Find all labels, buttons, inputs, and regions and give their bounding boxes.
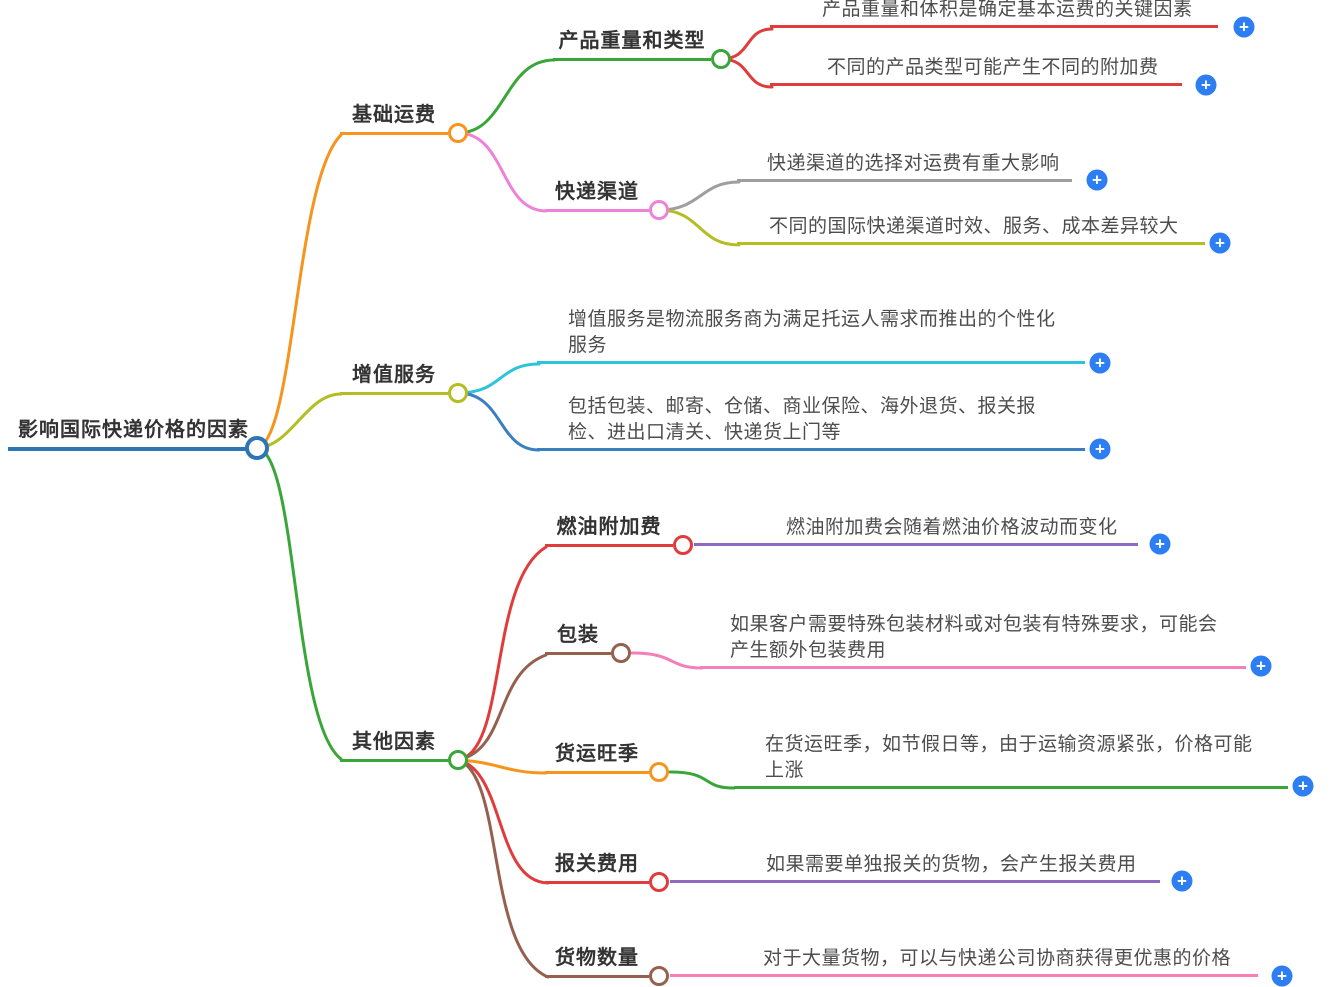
leaf-value-added-definition[interactable]: 增值服务是物流服务商为满足托运人需求而推出的个性化服务: [537, 307, 1085, 364]
leaf-product-type-surcharge[interactable]: 不同的产品类型可能产生不同的附加费: [770, 55, 1182, 86]
leaf-peak-season-price-rise[interactable]: 在货运旺季，如节假日等，由于运输资源紧张，价格可能上涨: [734, 732, 1288, 789]
leaf-label: 不同的产品类型可能产生不同的附加费: [827, 57, 1159, 78]
connector-root-other-factors: [255, 446, 343, 761]
add-child-button[interactable]: +: [1089, 438, 1111, 460]
add-child-button[interactable]: +: [1292, 775, 1314, 797]
add-child-button[interactable]: +: [1195, 74, 1217, 96]
leaf-weight-volume-key-factor[interactable]: 产品重量和体积是确定基本运费的关键因素: [770, 0, 1218, 28]
connector-value-leaf1: [456, 362, 541, 395]
collapse-dot-basic-freight[interactable]: [448, 123, 468, 143]
leaf-label: 燃油附加费会随着燃油价格波动而变化: [786, 517, 1118, 538]
connector-other-customs: [456, 758, 550, 885]
collapse-dot-value-added[interactable]: [448, 383, 468, 403]
add-child-button[interactable]: +: [1089, 352, 1111, 374]
add-child-button[interactable]: +: [1086, 169, 1108, 191]
connector-other-fuel: [456, 545, 548, 762]
node-root-label: 影响国际快递价格的因素: [18, 419, 249, 441]
leaf-label: 包括包装、邮寄、仓储、商业保险、海外退货、报关报检、进出口清关、快递货上门等: [568, 396, 1037, 443]
node-basic-freight[interactable]: 基础运费: [340, 102, 448, 135]
add-child-button[interactable]: +: [1209, 232, 1231, 254]
collapse-dot-customs-fees[interactable]: [649, 872, 669, 892]
node-other-factors-label: 其他因素: [352, 731, 436, 753]
collapse-dot-other-factors[interactable]: [448, 750, 468, 770]
connector-value-leaf2: [456, 391, 541, 452]
node-root[interactable]: 影响国际快递价格的因素: [8, 417, 248, 451]
collapse-dot-express-channel[interactable]: [649, 200, 669, 220]
leaf-label: 在货运旺季，如节假日等，由于运输资源紧张，价格可能上涨: [765, 734, 1253, 781]
leaf-separate-customs-fee[interactable]: 如果需要单独报关的货物，会产生报关费用: [670, 852, 1160, 883]
connector-packaging-leaf: [630, 651, 704, 670]
connector-channel-leaf1: [657, 180, 741, 212]
node-express-channel[interactable]: 快递渠道: [545, 179, 649, 212]
collapse-dot-cargo-quantity[interactable]: [649, 966, 669, 986]
collapse-dot-packaging[interactable]: [611, 643, 631, 663]
node-basic-freight-label: 基础运费: [352, 104, 436, 126]
collapse-dot-peak-season[interactable]: [649, 762, 669, 782]
leaf-label: 如果需要单独报关的货物，会产生报关费用: [766, 854, 1137, 875]
connector-root-basic-freight: [255, 133, 343, 450]
collapse-dot-fuel-surcharge[interactable]: [673, 535, 693, 555]
node-customs-fees[interactable]: 报关费用: [545, 851, 649, 884]
connector-channel-leaf2: [657, 208, 741, 247]
leaf-label: 如果客户需要特殊包装材料或对包装有特殊要求，可能会产生额外包装费用: [730, 614, 1218, 661]
connector-root-value-added: [255, 392, 343, 450]
leaf-label: 对于大量货物，可以与快递公司协商获得更优惠的价格: [763, 948, 1232, 969]
node-packaging[interactable]: 包装: [545, 622, 611, 655]
node-value-added-services[interactable]: 增值服务: [340, 362, 448, 395]
add-child-button[interactable]: +: [1250, 655, 1272, 677]
leaf-special-packaging-fee[interactable]: 如果客户需要特殊包装材料或对包装有特殊要求，可能会产生额外包装费用: [700, 612, 1246, 669]
leaf-channel-differences[interactable]: 不同的国际快递渠道时效、服务、成本差异较大: [737, 214, 1205, 245]
collapse-dot-product-weight-type[interactable]: [711, 49, 731, 69]
connector-other-packaging: [456, 653, 548, 762]
add-child-button[interactable]: +: [1271, 965, 1293, 987]
node-other-factors[interactable]: 其他因素: [340, 729, 448, 762]
node-peak-season[interactable]: 货运旺季: [545, 741, 649, 774]
connector-other-quantity: [456, 758, 550, 979]
node-fuel-surcharge[interactable]: 燃油附加费: [545, 514, 673, 547]
leaf-bulk-discount[interactable]: 对于大量货物，可以与快递公司协商获得更优惠的价格: [670, 946, 1258, 977]
leaf-label: 不同的国际快递渠道时效、服务、成本差异较大: [769, 216, 1179, 237]
node-fuel-surcharge-label: 燃油附加费: [556, 516, 662, 538]
connector-basic-express-channel: [456, 131, 548, 213]
add-child-button[interactable]: +: [1171, 870, 1193, 892]
leaf-channel-choice-impact[interactable]: 快递渠道的选择对运费有重大影响: [737, 151, 1072, 182]
add-child-button[interactable]: +: [1149, 533, 1171, 555]
node-packaging-label: 包装: [557, 624, 599, 646]
node-customs-fees-label: 报关费用: [555, 853, 639, 875]
collapse-dot-root[interactable]: [245, 436, 269, 460]
node-product-weight-type[interactable]: 产品重量和类型: [553, 28, 711, 61]
leaf-value-added-examples[interactable]: 包括包装、邮寄、仓储、商业保险、海外退货、报关报检、进出口清关、快递货上门等: [537, 394, 1085, 451]
leaf-label: 增值服务是物流服务商为满足托运人需求而推出的个性化服务: [568, 309, 1056, 356]
node-cargo-quantity-label: 货物数量: [555, 947, 639, 969]
node-cargo-quantity[interactable]: 货物数量: [545, 945, 649, 978]
connector-basic-product-weight: [456, 58, 556, 135]
node-product-weight-type-label: 产品重量和类型: [558, 30, 706, 52]
connector-other-peak-season: [456, 758, 548, 775]
node-express-channel-label: 快递渠道: [555, 181, 639, 203]
node-peak-season-label: 货运旺季: [555, 743, 639, 765]
leaf-label: 快递渠道的选择对运费有重大影响: [767, 153, 1060, 174]
leaf-fuel-price-fluctuation[interactable]: 燃油附加费会随着燃油价格波动而变化: [694, 515, 1138, 546]
node-value-added-services-label: 增值服务: [352, 364, 436, 386]
connector-peak-season-leaf: [668, 770, 736, 790]
leaf-label: 产品重量和体积是确定基本运费的关键因素: [822, 0, 1193, 20]
add-child-button[interactable]: +: [1233, 16, 1255, 38]
